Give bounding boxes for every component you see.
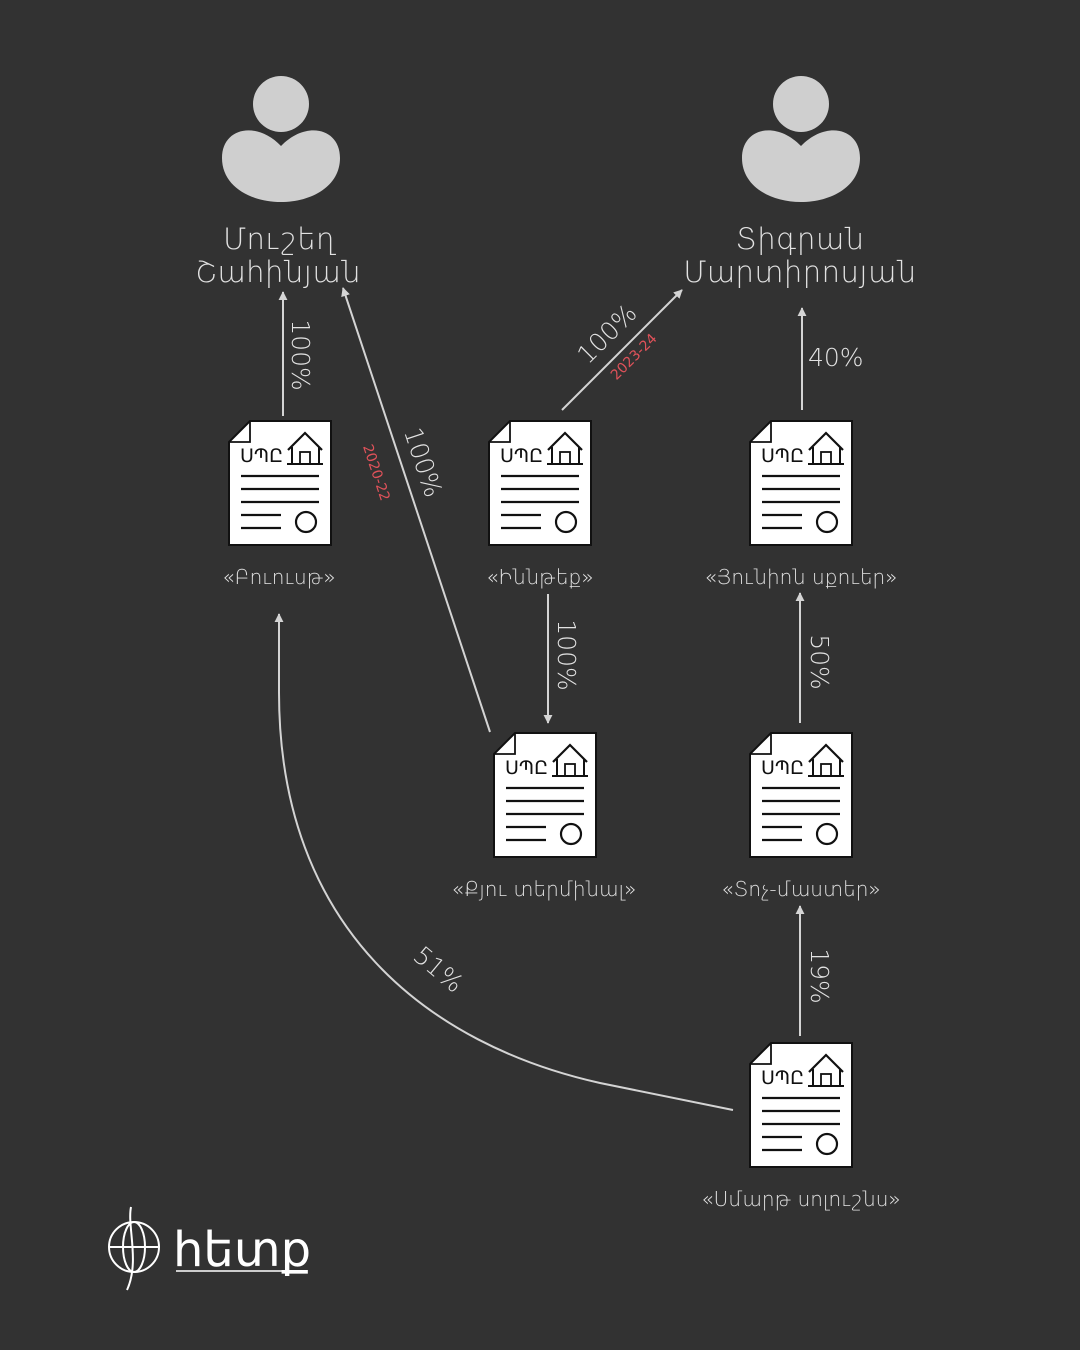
doc-abbr: ՍՊԸ: [761, 445, 804, 467]
person-node-shahinyan: Մուշեղ Շահինյան: [195, 76, 361, 289]
person-name-line1: Մուշեղ: [223, 222, 337, 256]
company-document-icon: ՍՊԸ: [492, 731, 598, 859]
share-label: 100%: [552, 619, 581, 690]
globe-icon: [108, 1206, 160, 1291]
company-node-union-square: ՍՊԸ «Յունիոն սքուեր»: [705, 419, 898, 589]
edge-c6-c1: 51%: [274, 613, 734, 1111]
edge-c3-p2: 40%: [797, 307, 864, 410]
company-node-touch-master: ՍՊԸ «Տոչ-մաստեր»: [721, 731, 881, 901]
company-node-q-terminal: ՍՊԸ «Քյու տերմինալ»: [452, 731, 637, 901]
edge-c6-c5: 19%: [795, 905, 834, 1036]
company-name: «Յունիոն սքուեր»: [705, 565, 898, 589]
company-document-icon: ՍՊԸ: [227, 419, 333, 547]
person-name-line1: Տիգրան: [735, 222, 864, 256]
company-node-smart-solutions: ՍՊԸ «Սմարթ սոլուշնս»: [701, 1041, 901, 1211]
company-document-icon: ՍՊԸ: [487, 419, 593, 547]
company-name: «Քյու տերմինալ»: [452, 877, 637, 901]
doc-abbr: ՍՊԸ: [505, 757, 548, 779]
person-icon: [742, 76, 860, 202]
share-label: 19%: [805, 948, 834, 1004]
doc-abbr: ՍՊԸ: [761, 757, 804, 779]
person-name-line2: Շահինյան: [195, 255, 361, 289]
company-node-boost: ՍՊԸ «Բուուսթ»: [222, 419, 336, 589]
person-node-martirosyan: Տիգրան Մարտիրոսյան: [683, 76, 916, 289]
doc-abbr: ՍՊԸ: [761, 1067, 804, 1089]
company-name: «Իննթեք»: [486, 565, 593, 589]
hetq-logo: hետք: [108, 1206, 311, 1291]
edge-c4-c2: 100%: [543, 594, 581, 724]
edge-c4-p1: 100% 2020-22: [341, 287, 491, 733]
share-label: 51%: [408, 941, 469, 999]
share-label: 100%: [286, 319, 315, 390]
logo-text: hետք: [173, 1222, 311, 1278]
company-document-icon: ՍՊԸ: [748, 731, 854, 859]
share-label: 40%: [808, 343, 864, 372]
company-name: «Բուուսթ»: [222, 565, 335, 589]
company-document-icon: ՍՊԸ: [748, 1041, 854, 1169]
period-label: 2020-22: [359, 442, 393, 503]
doc-abbr: ՍՊԸ: [500, 445, 543, 467]
edge-c1-p1: 100%: [278, 291, 315, 416]
company-node-inntech: ՍՊԸ «Իննթեք»: [486, 419, 594, 589]
edge-c2-p2: 100% 2023-24: [561, 289, 683, 411]
person-icon: [222, 76, 340, 202]
share-label: 50%: [805, 634, 834, 690]
doc-abbr: ՍՊԸ: [240, 445, 283, 467]
share-label: 100%: [398, 424, 448, 501]
edge-c5-c3: 50%: [795, 592, 834, 723]
person-name-line2: Մարտիրոսյան: [683, 255, 916, 289]
company-name: «Տոչ-մաստեր»: [721, 877, 880, 901]
company-name: «Սմարթ սոլուշնս»: [701, 1187, 900, 1211]
company-document-icon: ՍՊԸ: [748, 419, 854, 547]
